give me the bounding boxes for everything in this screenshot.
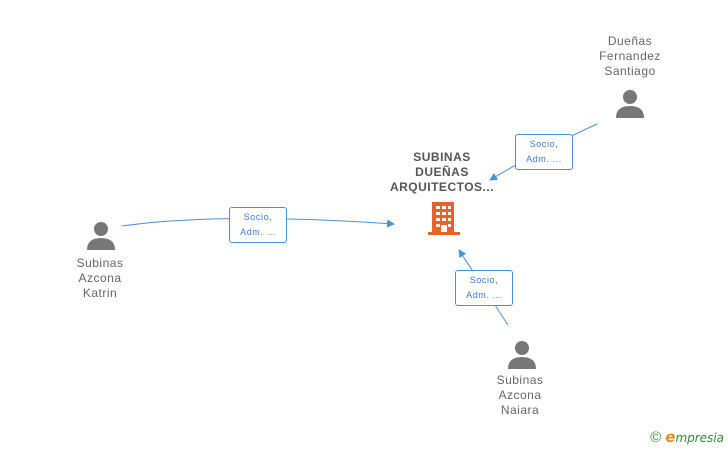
person-name[interactable]: Dueñas Fernandez Santiago (570, 34, 690, 79)
brand-rest: mpresia (675, 431, 724, 445)
person-icon[interactable] (86, 220, 116, 250)
brand-footer: © empresia (650, 428, 724, 446)
person-name-line: Subinas (76, 256, 124, 270)
person-name-line: Dueñas (607, 34, 653, 48)
company-name-line: DUEÑAS (415, 165, 469, 179)
relation-label-line: Adm. ... (466, 290, 502, 300)
relation-label-line: Socio, (243, 212, 273, 222)
person-name-line: Fernandez (599, 49, 661, 63)
copyright-icon: © (650, 428, 662, 446)
relation-label[interactable]: Socio, Adm. ... (515, 134, 573, 170)
brand-logo[interactable]: empresia (665, 428, 724, 446)
person-name[interactable]: Subinas Azcona Naiara (460, 373, 580, 418)
company-name-line: ARQUITECTOS... (389, 180, 495, 194)
person-name-line: Azcona (498, 388, 542, 402)
brand-initial: e (665, 428, 676, 446)
relation-label-line: Adm. ... (526, 154, 562, 164)
relation-label-line: Adm. ... (240, 227, 276, 237)
building-icon[interactable] (428, 200, 462, 236)
person-name-line: Katrin (82, 286, 118, 300)
person-icon[interactable] (615, 88, 645, 118)
relation-label-line: Socio, (529, 139, 559, 149)
relation-label[interactable]: Socio, Adm. ... (455, 270, 513, 306)
company-name-line: SUBINAS (413, 150, 471, 164)
person-name-line: Azcona (78, 271, 122, 285)
relation-label-line: Socio, (469, 275, 499, 285)
person-name-line: Naiara (500, 403, 540, 417)
person-name[interactable]: Subinas Azcona Katrin (40, 256, 160, 301)
person-name-line: Santiago (604, 64, 656, 78)
person-icon[interactable] (507, 339, 537, 369)
person-name-line: Subinas (496, 373, 544, 387)
company-name[interactable]: SUBINAS DUEÑAS ARQUITECTOS... (380, 150, 504, 195)
relation-label[interactable]: Socio, Adm. ... (229, 207, 287, 243)
